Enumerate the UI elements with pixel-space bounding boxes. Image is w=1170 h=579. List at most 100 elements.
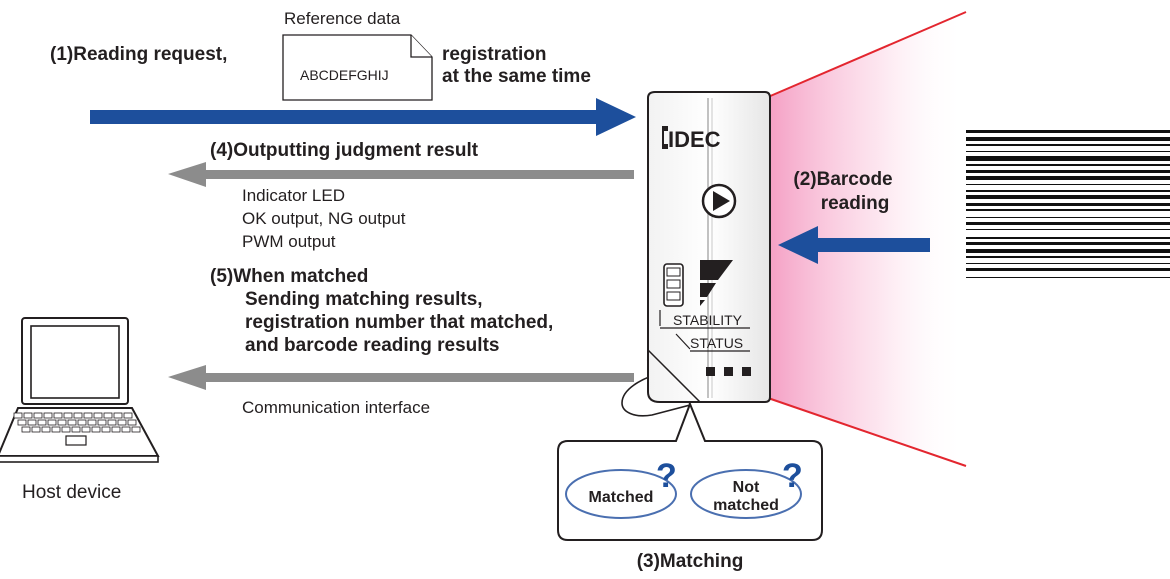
stability-led-3 <box>666 291 681 301</box>
keyboard-key <box>71 426 81 433</box>
barcode-bar <box>966 268 1170 271</box>
keyboard-key <box>123 412 133 419</box>
keyboard-key <box>37 419 47 426</box>
barcode-bar <box>966 277 1170 278</box>
barcode-bar <box>966 256 1170 258</box>
keyboard-key <box>91 426 101 433</box>
judgment-output-indicator-led: Indicator LED <box>242 186 345 205</box>
barcode-bar <box>966 229 1170 230</box>
barcode-bar <box>966 222 1170 225</box>
judgment-output-pwm: PWM output <box>242 232 336 251</box>
barcode-bar <box>966 156 1170 161</box>
idec-logo: IDEC <box>662 126 721 152</box>
stability-led-2 <box>666 279 681 289</box>
keyboard-key <box>103 412 113 419</box>
reference-data-sample: ABCDEFGHIJ <box>300 67 389 83</box>
barcode-bar <box>966 151 1170 152</box>
keyboard-key <box>117 419 127 426</box>
status-led-2 <box>724 367 733 376</box>
keyboard-key <box>111 426 121 433</box>
play-icon <box>713 191 730 211</box>
question-mark-icon: ? <box>656 457 677 495</box>
step-barcode-reading-line-1: (2)Barcode <box>793 169 893 190</box>
keyboard-key <box>97 419 107 426</box>
barcode-bar <box>966 263 1170 264</box>
host-device-label: Host device <box>22 482 122 503</box>
keyboard-key <box>53 412 63 419</box>
keyboard-key <box>131 426 141 433</box>
keyboard-key <box>63 412 73 419</box>
keyboard-key <box>81 426 91 433</box>
communication-interface-label: Communication interface <box>242 398 431 417</box>
not-matched-label-1: Not <box>733 479 760 496</box>
beam-bottom-edge <box>767 397 967 467</box>
matched-bubble <box>565 469 677 519</box>
barcode-bar <box>966 144 1170 146</box>
keyboard-key <box>43 412 53 419</box>
step-registration-line-1: registration <box>442 44 547 65</box>
not-matched-label-2: matched <box>713 497 779 514</box>
barcode-bar <box>966 195 1170 199</box>
barcode-bar <box>966 190 1170 192</box>
not-matched-bubble <box>690 469 802 519</box>
stability-level-icon-low <box>700 300 705 306</box>
step-outputting-judgment: (4)Outputting judgment result <box>210 140 479 161</box>
judgment-output-ok-ng: OK output, NG output <box>242 209 406 228</box>
beam-top-edge <box>767 11 967 98</box>
keyboard-key <box>87 419 97 426</box>
step-barcode-reading-line-2: reading <box>820 193 890 214</box>
keyboard-key <box>21 426 31 433</box>
stability-level-icon <box>700 260 733 280</box>
keyboard-key <box>121 426 131 433</box>
keyboard-key <box>67 419 77 426</box>
svg-text:IDEC: IDEC <box>668 127 721 152</box>
keyboard-key <box>41 426 51 433</box>
barcode-bar <box>966 170 1170 173</box>
keyboard-key <box>127 419 137 426</box>
keyboard-key <box>101 426 111 433</box>
host-device-laptop <box>0 317 160 463</box>
sending-results-line-2: registration number that matched, <box>245 312 554 333</box>
keyboard-key <box>61 426 71 433</box>
keyboard-key <box>17 419 27 426</box>
keyboard-key <box>73 412 83 419</box>
barcode-bar <box>966 176 1170 180</box>
status-led-3 <box>742 367 751 376</box>
keyboard-key <box>107 419 117 426</box>
arrow-matching-results <box>168 365 634 390</box>
barcode-bar <box>966 217 1170 218</box>
barcode-bar <box>966 164 1170 166</box>
barcode-bar <box>966 203 1170 206</box>
keyboard-key <box>13 412 23 419</box>
question-mark-icon: ? <box>782 457 803 495</box>
barcode-reader-device: IDEC STABILITY STATUS <box>647 91 771 403</box>
keyboard-key <box>83 412 93 419</box>
sending-results-line-3: and barcode reading results <box>245 335 500 356</box>
keyboard-key <box>51 426 61 433</box>
step-reading-request: (1)Reading request, <box>50 44 228 65</box>
keyboard-key <box>33 412 43 419</box>
step-registration-line-2: at the same time <box>442 66 591 87</box>
barcode-bar <box>966 237 1170 239</box>
barcode-bar <box>966 249 1170 253</box>
arrow-reading-request <box>90 98 636 136</box>
barcode-bar <box>966 209 1170 211</box>
stability-led-1 <box>666 267 681 277</box>
step-when-matched: (5)When matched <box>210 266 369 287</box>
arrow-barcode-reading <box>778 226 930 264</box>
barcode-image <box>966 130 1170 278</box>
stability-level-icon-mid <box>700 283 716 297</box>
keyboard-key <box>113 412 123 419</box>
keyboard-key <box>31 426 41 433</box>
status-led-1 <box>706 367 715 376</box>
reference-data-caption: Reference data <box>284 9 401 28</box>
step-matching: (3)Matching <box>636 551 744 572</box>
barcode-bar <box>966 184 1170 185</box>
barcode-bar <box>966 137 1170 141</box>
keyboard-key <box>77 419 87 426</box>
stability-label: STABILITY <box>673 312 743 328</box>
status-label: STATUS <box>690 335 743 351</box>
keyboard-key <box>93 412 103 419</box>
barcode-bar <box>966 130 1170 133</box>
